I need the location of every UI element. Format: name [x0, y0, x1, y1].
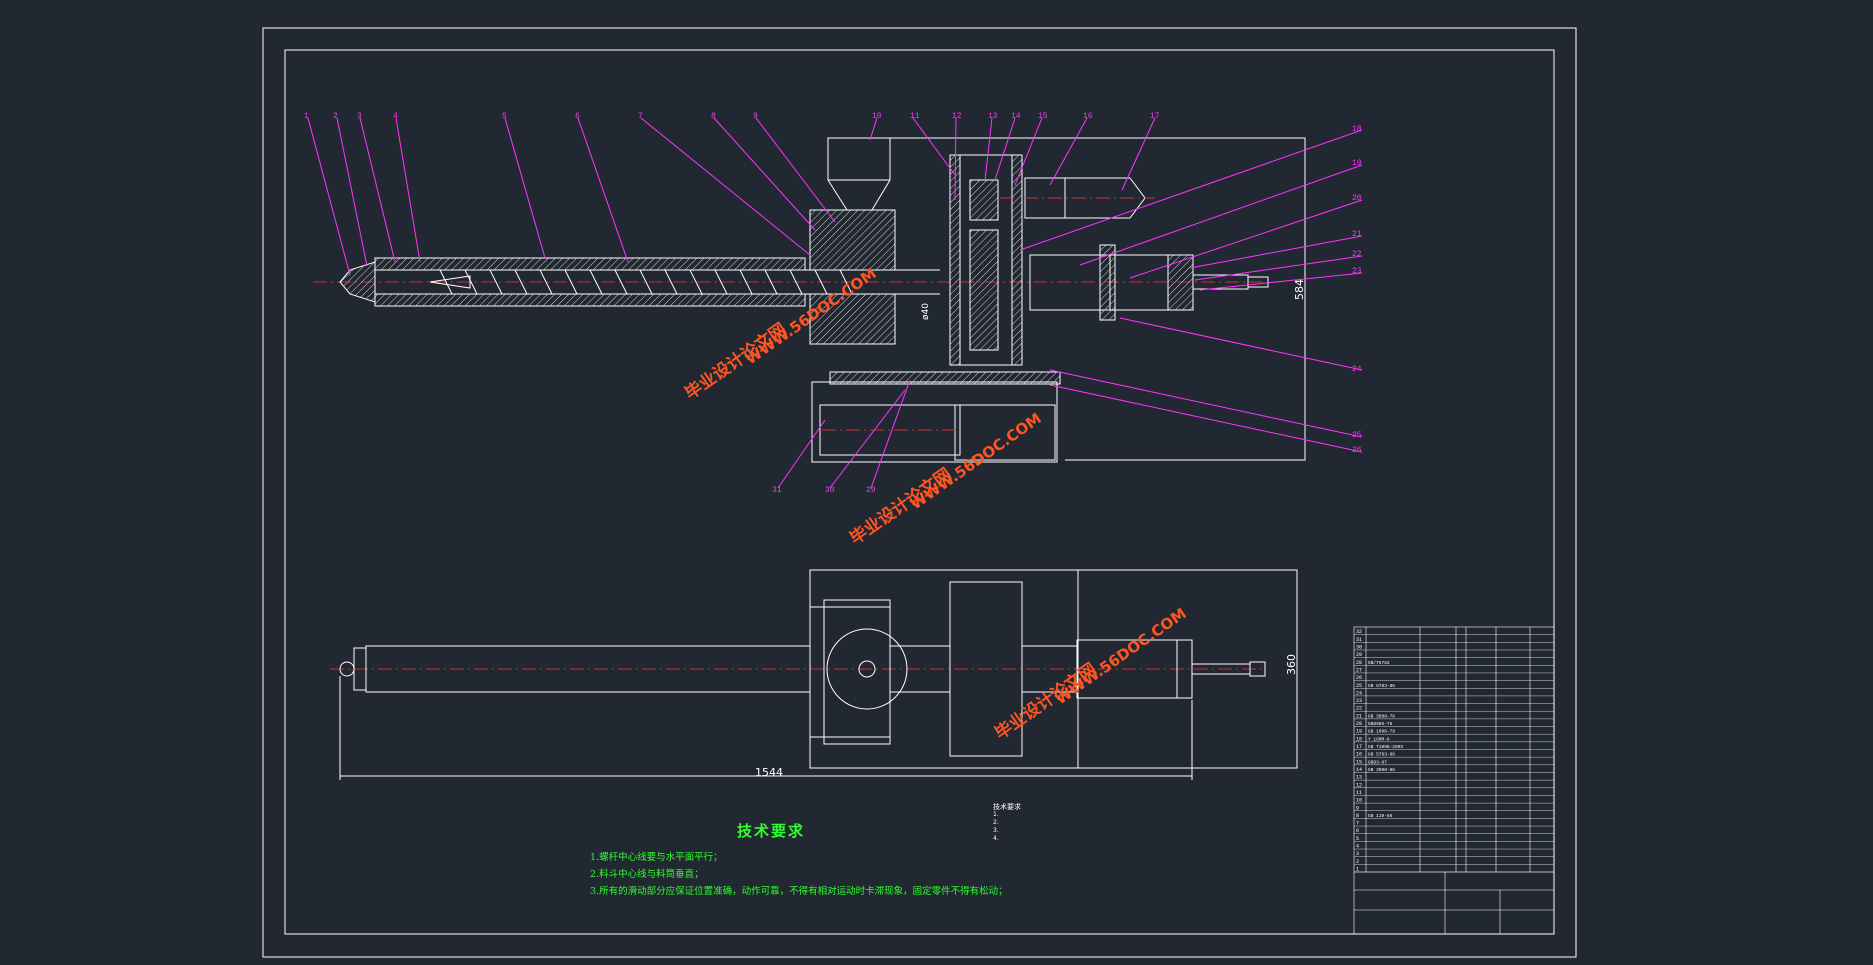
- bom-row-number: 21: [1356, 713, 1362, 719]
- watermark-url: WWW.56DOC.COM: [907, 409, 1045, 513]
- outer-frame: [262, 27, 1577, 958]
- part-label: 2: [333, 112, 338, 121]
- bom-row-number: 16: [1356, 752, 1362, 758]
- part-label: 11: [910, 112, 920, 121]
- note-line: 2.: [993, 819, 999, 826]
- bom-row-number: 11: [1356, 790, 1362, 796]
- part-label: 13: [988, 112, 998, 121]
- bom-row-number: 20: [1356, 721, 1362, 727]
- bom-row-number: 24: [1356, 690, 1362, 696]
- bom-row-standard: GB 5783-86: [1368, 683, 1395, 689]
- bom-row-number: 17: [1356, 744, 1362, 750]
- bom-row-standard: GB 5783-86: [1368, 752, 1395, 758]
- bom-row-number: 12: [1356, 782, 1362, 788]
- part-label: 25: [1352, 431, 1362, 440]
- bom-row-number: 26: [1356, 675, 1362, 681]
- bom-row-number: 19: [1356, 729, 1362, 735]
- dim-360: 360: [1285, 654, 1298, 675]
- bom-row-standard: Y 160M-6: [1368, 736, 1390, 742]
- dim-phi40: ø40: [921, 303, 931, 320]
- tech-requirement-2: 2.料斗中心线与料筒垂直；: [590, 869, 704, 880]
- bom-row-number: 13: [1356, 775, 1362, 781]
- bom-row-number: 28: [1356, 660, 1362, 666]
- bom-row-number: 31: [1356, 637, 1362, 643]
- part-label: 14: [1011, 112, 1021, 121]
- bom-row-standard: GB 3098-86: [1368, 767, 1395, 773]
- bom-row-number: 8: [1356, 813, 1359, 819]
- part-label: 24: [1352, 365, 1362, 374]
- note-line: 4.: [993, 835, 999, 842]
- part-label: 26: [1352, 446, 1362, 455]
- bom-row-standard: GB/T5782: [1368, 660, 1390, 666]
- dim-584: 584: [1293, 279, 1306, 300]
- part-label: 21: [1352, 230, 1362, 239]
- tech-requirement-3: 3.所有的滑动部分应保证位置准确，动作可靠，不得有相对运动时卡滞现象，固定零件不…: [590, 886, 1008, 897]
- part-number-labels: 1 2 3 4 5 6 7 8 9 10 11 12 13 14 15 16 1…: [304, 112, 1362, 495]
- part-label: 18: [1352, 125, 1362, 134]
- tech-requirement-1: 1.螺杆中心线要与水平面平行；: [590, 852, 723, 863]
- part-label: 7: [638, 112, 643, 121]
- bom-row-number: 29: [1356, 652, 1362, 658]
- bom-row-number: 10: [1356, 798, 1362, 804]
- watermark-url: WWW.56DOC.COM: [1052, 604, 1190, 708]
- part-label: 16: [1083, 112, 1093, 121]
- part-label: 12: [952, 112, 962, 121]
- part-label: 30: [825, 486, 835, 495]
- plan-view: 360 1544: [330, 569, 1298, 780]
- note-line: 3.: [993, 827, 999, 834]
- bom-row-number: 23: [1356, 698, 1362, 704]
- watermarks: 毕业设计论文网 WWW.56DOC.COM 毕业设计论文网 WWW.56DOC.…: [681, 264, 1190, 744]
- bom-row-number: 1: [1356, 867, 1359, 873]
- bom-row-standard: GB T1096-2003: [1368, 744, 1403, 750]
- bom-row-standard: GB 1096-79: [1368, 729, 1395, 735]
- part-label: 29: [866, 486, 876, 495]
- bom-row-number: 3: [1356, 851, 1359, 857]
- bom-row-number: 32: [1356, 629, 1362, 635]
- part-label: 4: [393, 112, 398, 121]
- part-label: 15: [1038, 112, 1048, 121]
- tech-requirements-title: 技术要求: [737, 822, 806, 840]
- leader-lines: [307, 117, 1363, 489]
- part-label: 1: [304, 112, 309, 121]
- part-label: 23: [1352, 267, 1362, 276]
- part-label: 3: [357, 112, 362, 121]
- bom-row-standard: GB8986-75: [1368, 721, 1393, 727]
- bom-row-standard: GB 119-86: [1368, 813, 1393, 819]
- part-label: 31: [772, 486, 782, 495]
- bom-row-number: 9: [1356, 805, 1359, 811]
- part-label: 20: [1352, 194, 1362, 203]
- bom-row-number: 22: [1356, 706, 1362, 712]
- bom-row-number: 30: [1356, 644, 1362, 650]
- bom-row-number: 27: [1356, 667, 1362, 673]
- bom-row-number: 2: [1356, 859, 1359, 865]
- bom-row-number: 5: [1356, 836, 1359, 842]
- bom-row-number: 6: [1356, 828, 1359, 834]
- bom-row-number: 14: [1356, 767, 1362, 773]
- inner-frame: [284, 49, 1555, 935]
- dim-1544: 1544: [755, 766, 783, 779]
- section-view: 584 ø40: [313, 137, 1306, 463]
- part-label: 19: [1352, 159, 1362, 168]
- part-label: 8: [711, 112, 716, 121]
- part-label: 6: [575, 112, 580, 121]
- part-label: 22: [1352, 250, 1362, 259]
- bom-row-standard: GB93-87: [1368, 759, 1387, 765]
- part-label: 9: [753, 112, 758, 121]
- notes-title: 技术要求: [993, 803, 1021, 811]
- part-label: 10: [872, 112, 882, 121]
- bom-row-number: 25: [1356, 683, 1362, 689]
- bom-row-number: 15: [1356, 759, 1362, 765]
- bom-row-standard: GB 3098-76: [1368, 713, 1395, 719]
- bom-row-number: 7: [1356, 821, 1359, 827]
- bom-row-number: 4: [1356, 844, 1359, 850]
- bom-row-number: 18: [1356, 736, 1362, 742]
- part-label: 5: [502, 112, 507, 121]
- note-line: 1.: [993, 811, 999, 818]
- part-label: 17: [1150, 112, 1160, 121]
